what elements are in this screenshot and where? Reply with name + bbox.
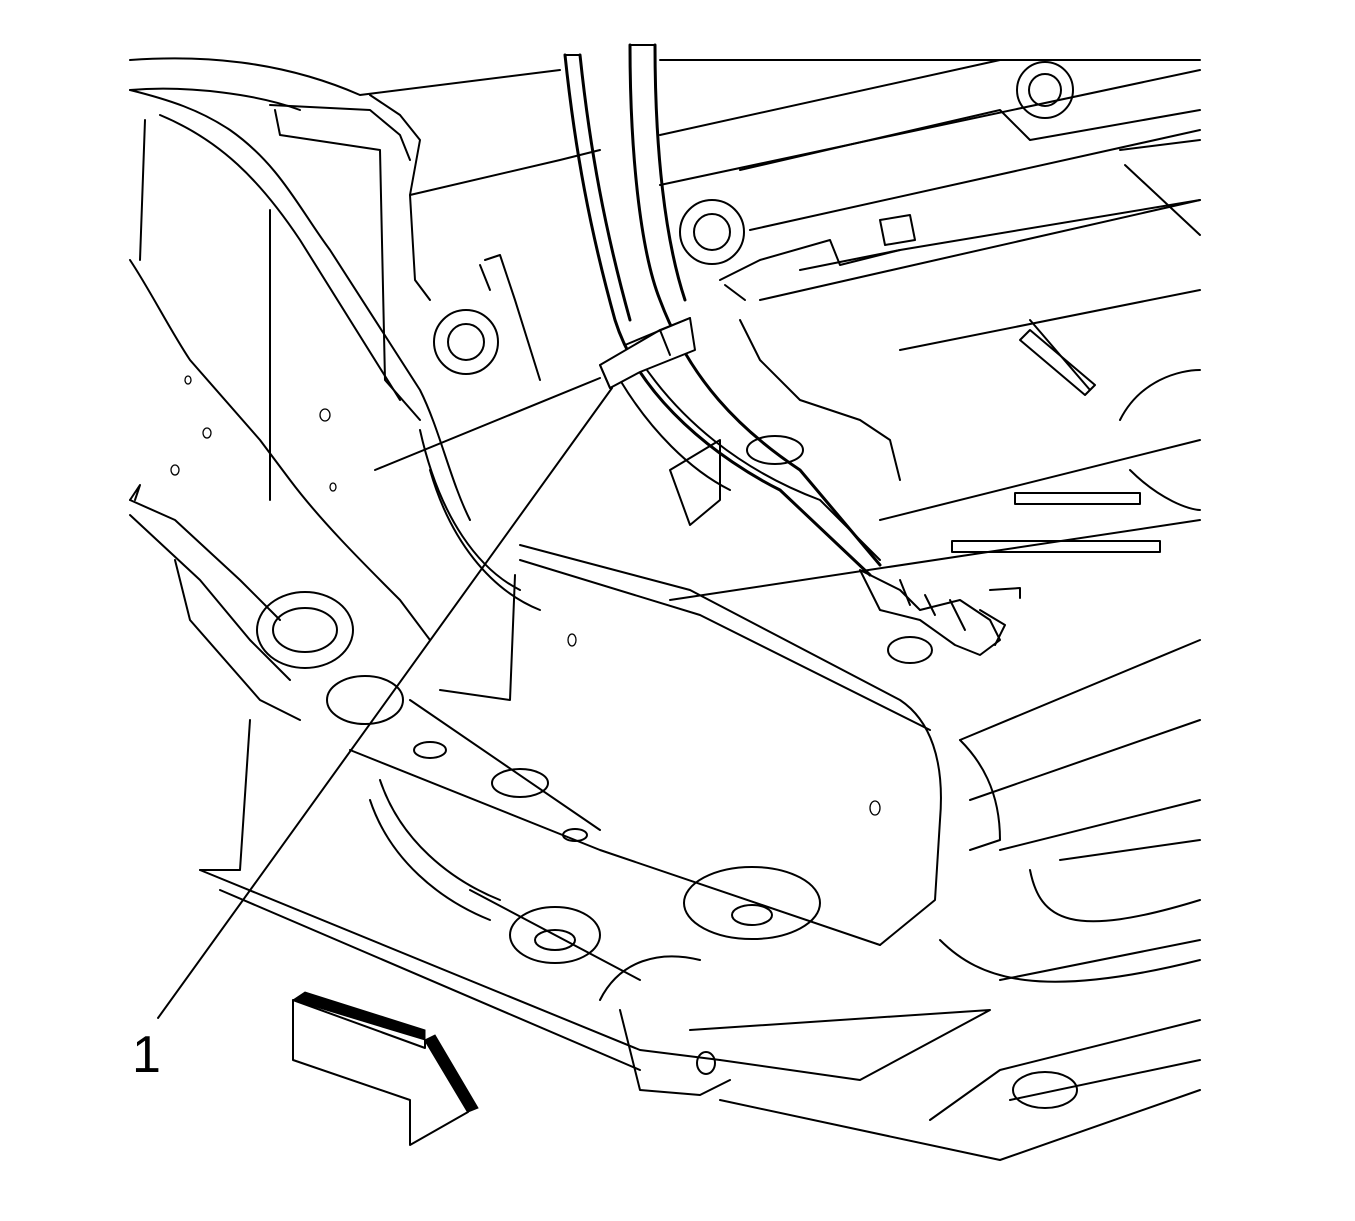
callout-label-1: 1 (132, 1026, 161, 1084)
callout-1-group: 1 (132, 377, 613, 1084)
leader-line (157, 387, 613, 1019)
left-body-rail (129, 89, 541, 721)
direction-arrow-icon (291, 991, 479, 1146)
fuel-lines (563, 43, 1006, 656)
center-crossmember (199, 544, 1001, 1096)
body-brackets (129, 199, 1201, 599)
floor-slots (669, 329, 1161, 553)
pointer-line (374, 377, 601, 471)
floor-pan (129, 57, 1201, 1161)
mounting-holes (170, 61, 1078, 1109)
retaining-clip (599, 317, 696, 389)
